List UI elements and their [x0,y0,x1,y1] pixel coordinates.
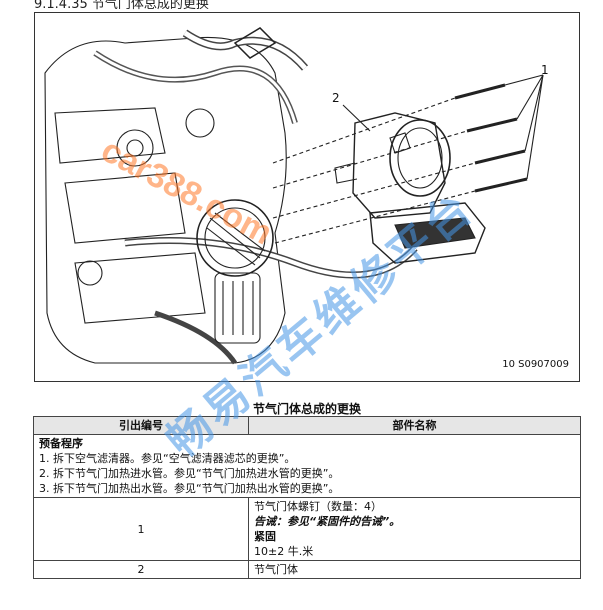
preliminary-step-3: 3. 拆下节气门加热出水管。参见“节气门加热出水管的更换”。 [39,482,340,495]
figure-frame: 1 2 car388.com 10 S0907009 [34,12,580,382]
row-1-caution: 告诫：参见“紧固件的告诫”。 [254,515,401,528]
table-title: 节气门体总成的更换 [252,402,361,416]
parts-table: 引出编号 部件名称 预备程序 1. 拆下空气滤清器。参见“空气滤清器滤芯的更换”… [33,416,581,579]
section-heading: 9.1.4.35 节气门体总成的更换 [34,0,209,12]
throttle-body-illustration [44,27,544,365]
row-1-callout: 1 [33,497,249,561]
table-header-row: 引出编号 部件名称 [33,416,581,435]
row-2-callout: 2 [33,560,249,579]
preliminary-step-2: 2. 拆下节气门加热进水管。参见“节气门加热进水管的更换”。 [39,467,340,480]
row-1-torque: 10±2 牛.米 [254,545,314,558]
row-1-part: 节气门体螺钉（数量：4） [254,500,382,513]
row-2-part: 节气门体 [248,560,581,579]
header-part: 部件名称 [248,416,581,435]
table-row: 2 节气门体 [33,560,581,579]
row-1-tighten-label: 紧固 [254,530,276,543]
callout-1-label: 1 [541,63,549,77]
figure-id: 10 S0907009 [502,359,569,370]
preliminary-heading: 预备程序 [39,437,83,450]
table-row: 1 节气门体螺钉（数量：4） 告诫：参见“紧固件的告诫”。 紧固 10±2 牛.… [33,497,581,561]
callout-2-label: 2 [332,91,340,105]
row-1-part-cell: 节气门体螺钉（数量：4） 告诫：参见“紧固件的告诫”。 紧固 10±2 牛.米 [248,497,581,561]
preliminary-row: 预备程序 1. 拆下空气滤清器。参见“空气滤清器滤芯的更换”。 2. 拆下节气门… [33,434,581,498]
preliminary-cell: 预备程序 1. 拆下空气滤清器。参见“空气滤清器滤芯的更换”。 2. 拆下节气门… [33,434,581,498]
header-callout: 引出编号 [33,416,249,435]
preliminary-step-1: 1. 拆下空气滤清器。参见“空气滤清器滤芯的更换”。 [39,452,296,465]
